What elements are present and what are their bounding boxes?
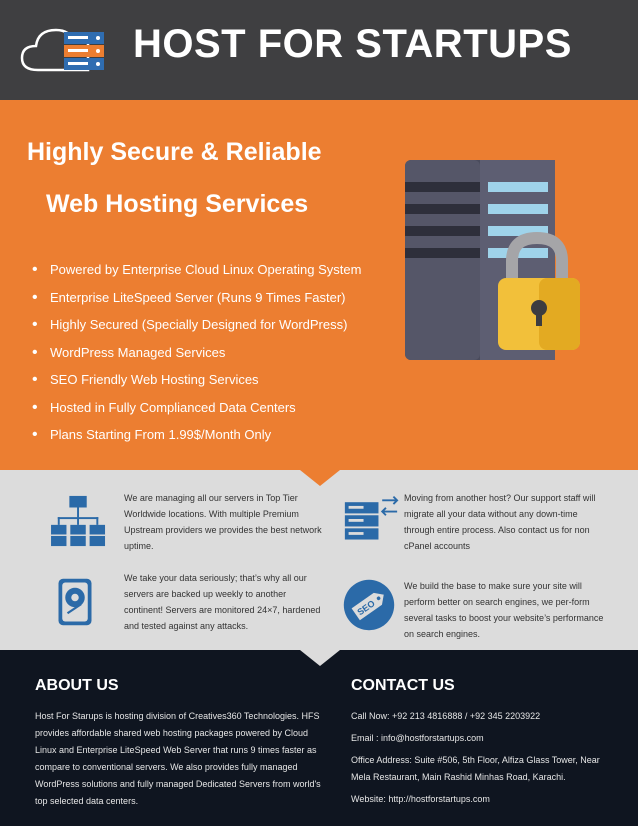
about-heading: ABOUT US xyxy=(35,677,119,694)
highlight-text: We are managing all our servers in Top T… xyxy=(124,493,322,551)
contact-list: Call Now: +92 213 4816888 / +92 345 2203… xyxy=(351,708,621,813)
network-icon xyxy=(51,495,106,547)
feature-item: WordPress Managed Services xyxy=(32,343,361,371)
cloud-server-logo-icon xyxy=(20,28,104,72)
about-text: Host For Starups is hosting division of … xyxy=(35,711,321,806)
highlights-section: We are managing all our servers in Top T… xyxy=(0,470,638,650)
feature-item: Powered by Enterprise Cloud Linux Operat… xyxy=(32,260,361,288)
hero-notch xyxy=(300,470,340,486)
feature-item: Highly Secured (Specially Designed for W… xyxy=(32,315,361,343)
seo-tag-icon: SEO xyxy=(343,579,395,631)
page-title: HOST FOR STARTUPS xyxy=(133,22,572,66)
feature-item: SEO Friendly Web Hosting Services xyxy=(32,370,361,398)
hero-section: Highly Secure & Reliable Web Hosting Ser… xyxy=(0,100,638,470)
contact-address: Office Address: Suite #506, 5th Floor, A… xyxy=(351,755,600,782)
contact-phone[interactable]: Call Now: +92 213 4816888 / +92 345 2203… xyxy=(351,711,541,721)
feature-item: Enterprise LiteSpeed Server (Runs 9 Time… xyxy=(32,288,361,316)
hero-headline-line1: Highly Secure & Reliable xyxy=(27,138,322,166)
highlight-text: Moving from another host? Our support st… xyxy=(404,493,596,551)
feature-item: Hosted in Fully Complianced Data Centers xyxy=(32,398,361,426)
feature-list: Powered by Enterprise Cloud Linux Operat… xyxy=(32,260,361,453)
server-migration-icon xyxy=(344,495,399,540)
footer-section: ABOUT US Host For Starups is hosting div… xyxy=(0,650,638,826)
contact-heading: CONTACT US xyxy=(351,677,455,694)
hero-headline-line2: Web Hosting Services xyxy=(46,190,309,218)
highlight-text: We build the base to make sure your site… xyxy=(404,581,604,639)
hard-drive-icon xyxy=(58,578,92,626)
contact-website[interactable]: Website: http://hostforstartups.com xyxy=(351,794,490,804)
contact-email[interactable]: Email : info@hostforstartups.com xyxy=(351,733,484,743)
header-banner: HOST FOR STARTUPS xyxy=(0,0,638,100)
highlight-text: We take your data seriously; that’s why … xyxy=(124,573,321,631)
feature-item: Plans Starting From 1.99$/Month Only xyxy=(32,425,361,453)
server-padlock-icon xyxy=(405,160,580,360)
highlights-notch xyxy=(300,650,340,666)
